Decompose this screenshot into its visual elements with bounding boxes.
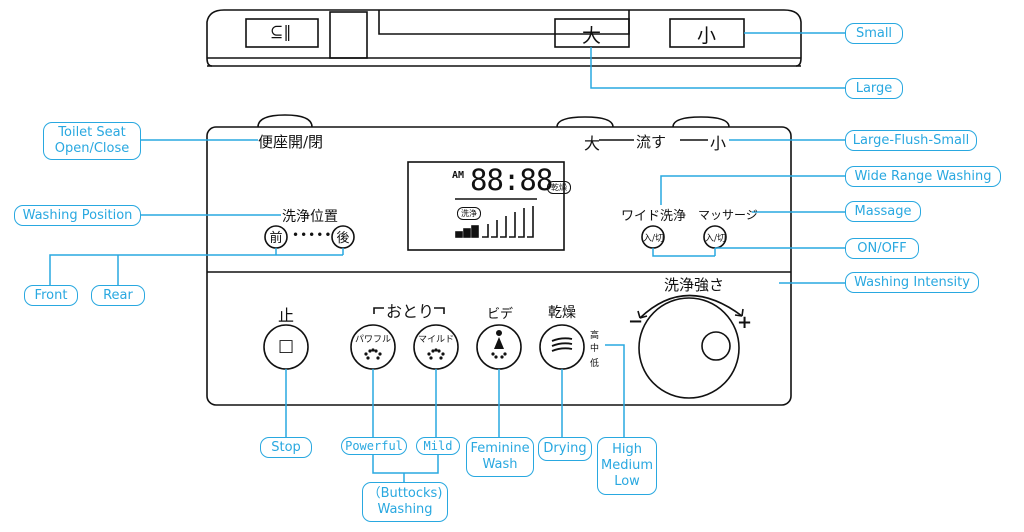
- nozzle-dots: [364, 348, 507, 360]
- intensity-dial[interactable]: [639, 298, 739, 398]
- level-high: 高: [590, 331, 600, 341]
- feminine-figure: [494, 330, 504, 349]
- massage-on-off-button[interactable]: 入/切: [705, 234, 727, 244]
- buttocks-label: おとり: [386, 302, 435, 321]
- callout-mild: Mild: [416, 437, 460, 455]
- flush-label: 流す: [636, 133, 667, 151]
- seat-toggle-symbol: ⊆‖: [270, 22, 292, 41]
- top-small-button[interactable]: 小: [697, 25, 717, 47]
- powerful-button[interactable]: パワフル: [354, 335, 391, 345]
- front-button[interactable]: 前: [269, 231, 283, 246]
- intensity-minus: −: [628, 311, 644, 332]
- callout-on-off: ON/OFF: [845, 238, 919, 259]
- wide-wash-on-off-button[interactable]: 入/切: [643, 234, 665, 244]
- intensity-plus: +: [737, 312, 753, 333]
- mild-button[interactable]: マイルド: [417, 335, 454, 345]
- bidet-label: ビデ: [487, 307, 514, 322]
- lcd-bars: [455, 206, 534, 238]
- callout-powerful: Powerful: [341, 437, 407, 455]
- callout-small: Small: [845, 23, 903, 44]
- flush-large-label: 大: [584, 134, 601, 153]
- level-low: 低: [590, 359, 600, 369]
- intensity-label: 洗浄強さ: [664, 276, 725, 294]
- callout-washing-intensity: Washing Intensity: [845, 272, 979, 293]
- rear-button[interactable]: 後: [336, 231, 350, 246]
- lcd-time: 88:88: [470, 163, 553, 197]
- flush-small-label: 小: [710, 134, 727, 153]
- dry-label: 乾燥: [548, 305, 576, 321]
- washing-position-label: 洗浄位置: [282, 209, 338, 225]
- seat-open-close-label: 便座開/閉: [258, 133, 324, 151]
- stop-button[interactable]: □: [277, 336, 295, 356]
- position-dots: •••••: [292, 228, 333, 242]
- lcd-dry-badge: 乾燥: [547, 181, 571, 194]
- callout-high-medium-low: High Medium Low: [597, 437, 657, 495]
- callout-massage: Massage: [845, 201, 921, 222]
- callout-washing-position: Washing Position: [14, 205, 141, 226]
- drying-waves: [551, 337, 573, 352]
- stop-label: 止: [278, 306, 295, 325]
- callout-large-flush-small: Large-Flush-Small: [845, 130, 977, 151]
- callout-wide-range: Wide Range Washing: [845, 166, 1001, 187]
- callout-drying: Drying: [538, 437, 592, 461]
- leader-lines: [49, 32, 845, 482]
- callout-toilet-seat: Toilet Seat Open/Close: [43, 122, 141, 160]
- callout-rear: Rear: [91, 285, 145, 306]
- callout-front: Front: [24, 285, 78, 306]
- callout-stop: Stop: [260, 437, 312, 458]
- top-unit-outline: [206, 9, 802, 67]
- lcd-wash-badge: 洗浄: [457, 207, 481, 220]
- massage-label: マッサージ: [698, 208, 758, 222]
- lcd-am: AM: [452, 170, 465, 181]
- level-mid: 中: [590, 344, 600, 354]
- wide-wash-label: ワイド洗浄: [621, 209, 687, 224]
- top-large-button[interactable]: 大: [582, 25, 602, 47]
- callout-buttocks-washing: （Buttocks) Washing: [362, 482, 448, 522]
- callout-feminine-wash: Feminine Wash: [466, 437, 534, 477]
- callout-large: Large: [845, 78, 903, 99]
